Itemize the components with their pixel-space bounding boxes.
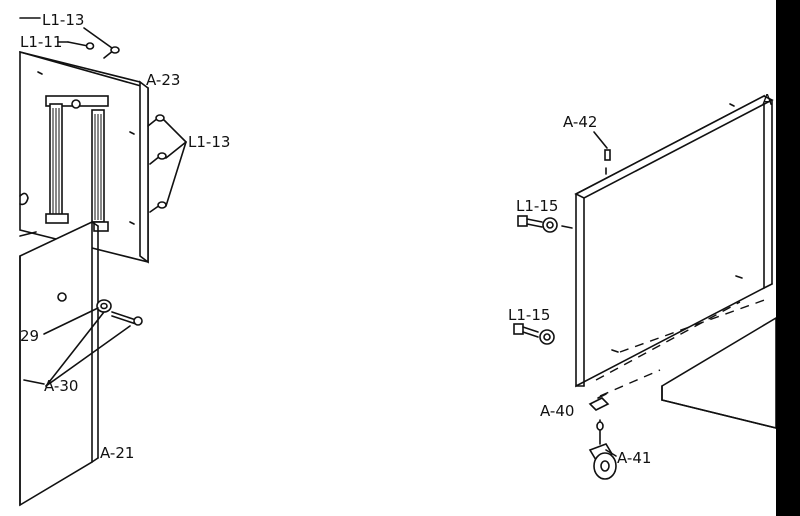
label-29: 29 [20, 327, 39, 345]
caster-socket-icon [588, 393, 610, 411]
hidden-knob [19, 192, 37, 237]
screw-icon [103, 46, 120, 59]
dowel-pin-icon [604, 149, 611, 175]
front-panel-a21 [19, 220, 99, 507]
caster-wheel-icon [588, 419, 617, 480]
label-l1-15-lower: L1-15 [508, 306, 550, 324]
bolt-icon [111, 311, 143, 326]
label-l1-13-right: L1-13 [188, 133, 230, 151]
label-l1-11: L1-11 [20, 33, 62, 51]
nut-icon [542, 217, 558, 233]
nut-icon [539, 329, 555, 345]
label-a41: A-41 [617, 449, 651, 467]
screw-icon [147, 114, 165, 127]
screw-icon [67, 41, 95, 50]
frame-bracket [45, 95, 109, 232]
label-a21: A-21 [100, 444, 134, 462]
label-a30: A-30 [44, 377, 78, 395]
label-a42: A-42 [563, 113, 597, 131]
label-l1-15-upper: L1-15 [516, 197, 558, 215]
page-edge-bar [776, 0, 800, 516]
label-a40: A-40 [540, 402, 574, 420]
side-panel [574, 94, 774, 388]
base-shelf [661, 316, 777, 430]
bolt-icon [517, 215, 543, 228]
label-l1-13-top: L1-13 [42, 11, 84, 29]
label-a-edge: A [762, 91, 773, 109]
screw-icon [149, 201, 167, 213]
screw-icon [149, 152, 167, 165]
bolt-icon [513, 323, 539, 338]
nut-icon [96, 299, 112, 313]
label-a23: A-23 [146, 71, 180, 89]
washer-icon [57, 292, 67, 302]
